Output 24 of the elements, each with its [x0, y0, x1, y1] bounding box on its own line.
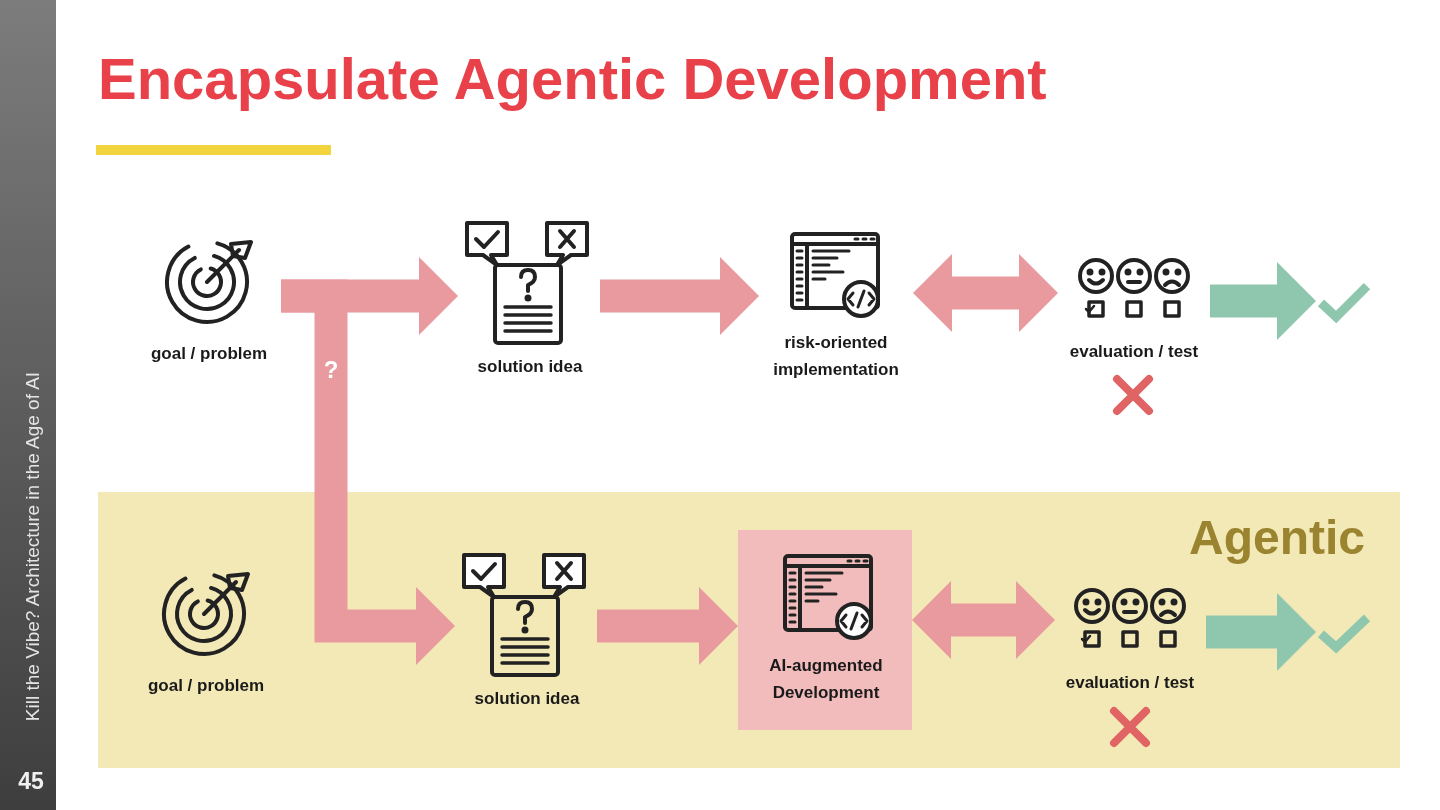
node-label: risk-oriented implementation [772, 332, 900, 381]
process-box [738, 530, 912, 730]
node-label: evaluation / test [1068, 341, 1200, 363]
page-number: 45 [17, 766, 45, 796]
block-arrow [1206, 593, 1316, 671]
block-arrow [600, 257, 759, 335]
block-arrow [913, 254, 1058, 332]
node-label: goal / problem [149, 343, 269, 365]
checkmark-icon [1316, 280, 1372, 324]
slide-footer-text: Kill the Vibe? Architecture in the Age of AI [20, 370, 44, 723]
edge-label: ? [322, 356, 340, 384]
block-arrow [912, 581, 1055, 659]
node-label: solution idea [476, 356, 584, 378]
node-label: evaluation / test [1064, 672, 1196, 694]
block-arrow [281, 279, 455, 665]
band-title: Agentic [1189, 510, 1365, 566]
slide-title: Encapsulate Agentic Development [98, 45, 1047, 113]
node-label: AI-augmented Development [768, 655, 884, 704]
node-label: solution idea [473, 688, 581, 710]
agentic-band [98, 492, 1400, 768]
node-label: goal / problem [146, 675, 266, 697]
block-arrow [1210, 262, 1316, 340]
checkmark-icon [1316, 612, 1372, 654]
block-arrow [597, 587, 738, 665]
